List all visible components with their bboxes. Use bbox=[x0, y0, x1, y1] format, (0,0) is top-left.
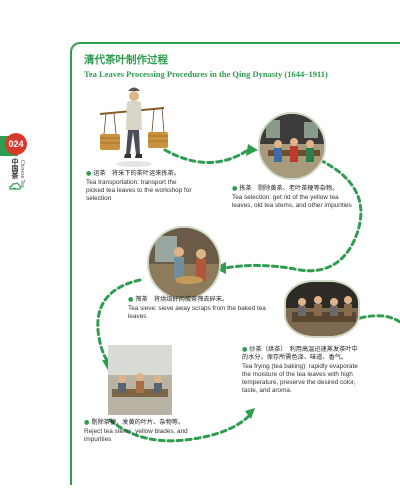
page-title-en: Tea Leaves Processing Procedures in the … bbox=[84, 69, 328, 79]
tea-selection-scene bbox=[260, 114, 324, 178]
step-4-title-cn: 炒茶（烘茶） 利用高温迅速蒸发茶叶中的水分，保存所需色泽、味道、香气。 bbox=[242, 346, 358, 361]
step-1-text-en: Tea transportation: transport the picked… bbox=[86, 179, 192, 202]
bullet-icon: ● bbox=[84, 419, 92, 426]
step-5-title-cn: 剔除茶梗、发黄的叶片、杂物等。 bbox=[91, 419, 185, 426]
step-4-text-en: Tea frying (tea baking): rapidly evapora… bbox=[242, 363, 358, 394]
step-3-title-cn: 筛茶 将烘焙好的成茶筛去碎末。 bbox=[135, 296, 229, 303]
step-2-caption: ● 拣茶 剔除黄茶、老叶茶梗等杂物。 Tea selection: get ri… bbox=[232, 185, 352, 210]
bullet-icon: ● bbox=[128, 296, 136, 303]
tea-selection-photo bbox=[258, 112, 326, 180]
tea-transport-illustration bbox=[99, 87, 168, 167]
step-2-title-cn: 拣茶 剔除黄茶、老叶茶梗等杂物。 bbox=[239, 185, 339, 192]
flow-arrow-4 bbox=[358, 314, 400, 324]
step-2-text-en: Tea selection: get rid of the yellow tea… bbox=[232, 194, 352, 209]
flow-arrow-5 bbox=[108, 413, 252, 443]
tea-frying-photo bbox=[284, 280, 360, 338]
step-1-caption: ● 运茶 将采下的茶叶运来拣茶。 Tea transportation: tra… bbox=[86, 170, 196, 203]
page-frame bbox=[70, 42, 400, 485]
step-1-title-cn: 运茶 将采下的茶叶运来拣茶。 bbox=[93, 170, 180, 177]
flow-arrowhead-5 bbox=[245, 408, 255, 419]
side-title-cn: 中国茶 bbox=[11, 158, 19, 179]
flow-arrow-1 bbox=[163, 148, 250, 164]
reject-stems-scene bbox=[108, 345, 172, 415]
step-3-text-en: Tea sieve: sieve away scraps from the ba… bbox=[128, 305, 266, 320]
flow-arrow-3 bbox=[96, 278, 142, 364]
step-5-text-en: Reject tea stems, yellow blades, and imp… bbox=[84, 428, 188, 443]
cloud-ornament-icon bbox=[9, 182, 21, 190]
tea-sieve-photo bbox=[147, 226, 221, 300]
flow-arrowhead-1 bbox=[246, 144, 258, 156]
page-title-cn: 清代茶叶制作过程 bbox=[84, 54, 168, 66]
page-number-badge: 024 bbox=[5, 133, 27, 155]
step-4-caption: ● 炒茶（烘茶） 利用高温迅速蒸发茶叶中的水分，保存所需色泽、味道、香气。 Te… bbox=[242, 346, 358, 395]
bullet-icon: ● bbox=[232, 185, 240, 192]
step-5-caption: ● 剔除茶梗、发黄的叶片、杂物等。 Reject tea stems, yell… bbox=[84, 419, 204, 444]
step-3-caption: ● 筛茶 将烘焙好的成茶筛去碎末。 Tea sieve: sieve away … bbox=[128, 296, 278, 321]
reject-stems-photo bbox=[108, 345, 172, 415]
flow-arrow-2 bbox=[223, 158, 363, 273]
bullet-icon: ● bbox=[242, 346, 250, 353]
side-title-en: Chinese Tea bbox=[19, 160, 25, 188]
tea-frying-scene bbox=[286, 282, 358, 336]
bullet-icon: ● bbox=[86, 170, 94, 177]
